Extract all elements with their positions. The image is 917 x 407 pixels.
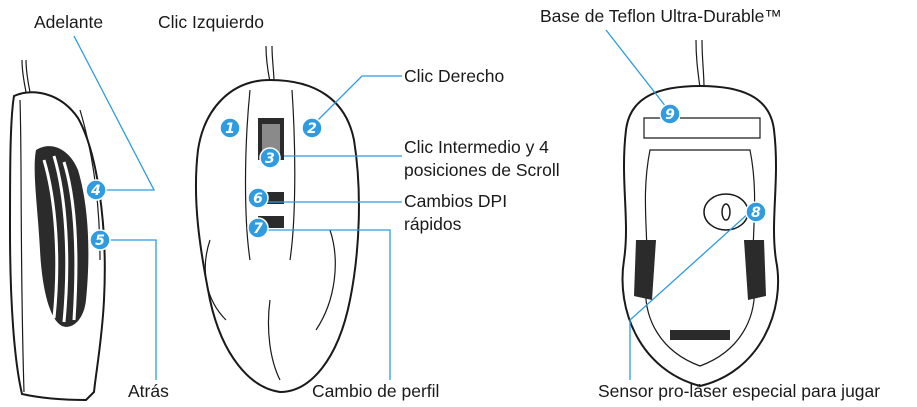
leader-base-teflon — [605, 29, 671, 113]
badge-1: 1 — [219, 117, 241, 139]
badge-4: 4 — [85, 179, 107, 201]
svg-text:1: 1 — [225, 121, 235, 137]
svg-text:3: 3 — [265, 151, 275, 167]
mouse-top-view — [194, 45, 360, 394]
badge-3: 3 — [259, 147, 281, 169]
label-sensor: Sensor pro-láser especial para jugar — [598, 381, 880, 401]
leader-atras — [106, 239, 157, 380]
svg-text:9: 9 — [665, 107, 675, 123]
label-cambios-dpi-line2: rápidos — [404, 214, 462, 234]
svg-text:8: 8 — [751, 205, 761, 221]
label-cambio-perfil: Cambio de perfil — [312, 381, 439, 401]
label-clic-izquierdo: Clic Izquierdo — [158, 12, 264, 32]
svg-text:5: 5 — [95, 233, 105, 249]
badge-7: 7 — [247, 217, 269, 239]
label-clic-derecho: Clic Derecho — [404, 66, 504, 86]
svg-text:7: 7 — [253, 221, 263, 237]
leader-sensor — [629, 211, 751, 380]
label-atras: Atrás — [128, 381, 169, 401]
label-clic-intermedio-line1: Clic Intermedio y 4 — [404, 137, 549, 157]
leader-lines — [73, 29, 751, 380]
badge-9: 9 — [659, 103, 681, 125]
badge-5: 5 — [89, 229, 111, 251]
leader-adelante — [73, 35, 156, 191]
mouse-bottom-view — [621, 39, 780, 388]
badge-8: 8 — [745, 201, 767, 223]
label-cambios-dpi-line1: Cambios DPI — [404, 191, 507, 211]
mouse-side-view — [8, 59, 106, 402]
label-clic-intermedio-line2: posiciones de Scroll — [404, 160, 560, 180]
svg-text:4: 4 — [90, 183, 101, 199]
label-adelante: Adelante — [34, 12, 103, 32]
badge-6: 6 — [247, 187, 269, 209]
label-base-teflon: Base de Teflon Ultra-Durable™ — [540, 6, 782, 26]
leader-cambio-perfil — [266, 229, 391, 380]
leader-clic-derecho — [313, 75, 402, 125]
svg-text:2: 2 — [307, 121, 317, 137]
badge-2: 2 — [301, 117, 323, 139]
svg-text:6: 6 — [253, 191, 263, 207]
